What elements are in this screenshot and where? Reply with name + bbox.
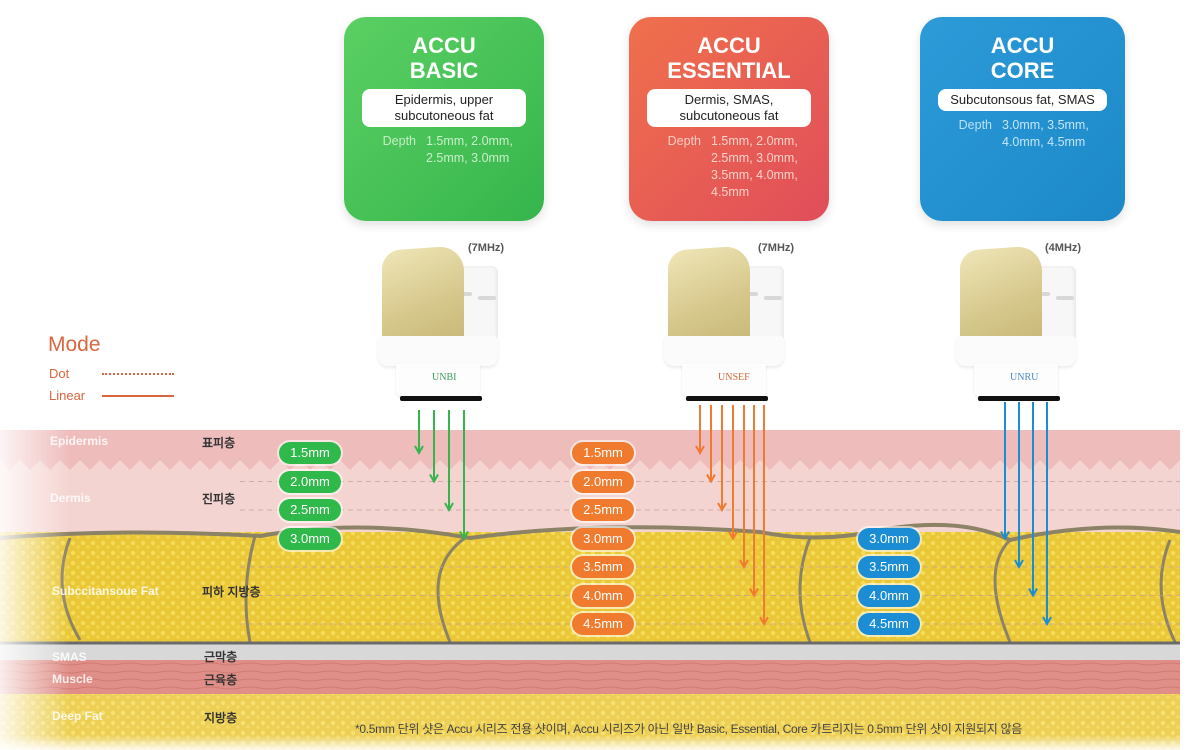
cartridge-device-essential: UNSEF (660, 240, 790, 420)
depth-badge: 2.5mm (572, 499, 634, 521)
frequency-label: (7MHz) (468, 242, 505, 254)
depth-badge: 3.5mm (572, 556, 634, 578)
card-title: ACCU ESSENTIAL (667, 33, 791, 83)
layer-label-en: Muscle (52, 672, 93, 686)
depth-badge: 4.5mm (858, 613, 920, 635)
depth-badge: 4.0mm (572, 584, 634, 607)
depth-arrow-shaft (418, 410, 420, 420)
depth-arrow-shaft (753, 405, 755, 420)
left-fade-overlay (0, 420, 70, 750)
depth-arrow-shaft (1046, 402, 1048, 420)
dot-line-swatch (102, 373, 174, 375)
depth-arrow (717, 420, 727, 513)
depth-arrow (1042, 420, 1052, 627)
cartridge-gold-cover (668, 245, 750, 351)
depth-arrow (728, 420, 738, 541)
linear-line-swatch (102, 395, 174, 397)
depth-badge: 3.0mm (572, 527, 634, 550)
cartridge-logo: UNRU (1010, 372, 1039, 383)
muscle-layer (0, 660, 1180, 694)
depth-arrow (1028, 420, 1038, 598)
card-accu-basic: ACCU BASIC Epidermis, upper subcutoneous… (344, 17, 544, 221)
fat-septum (993, 538, 1012, 643)
cartridge-device-basic: UNBI (374, 240, 504, 420)
depth-arrow-shaft (743, 405, 745, 420)
depth-info: Depth 1.5mm, 2.0mm, 2.5mm, 3.0mm, 3.5mm,… (667, 134, 798, 199)
smas-layer (0, 642, 1180, 660)
fat-septum (1159, 539, 1177, 643)
mode-legend-title: Mode (48, 333, 101, 356)
depth-arrow (459, 420, 469, 541)
depth-badge: 4.0mm (858, 584, 920, 607)
layer-label-ko: 지방층 (204, 711, 238, 725)
depth-badge: 3.0mm (279, 527, 341, 550)
footnote: *0.5mm 단위 샷은 Accu 시리즈 전용 샷이며, Accu 시리즈가 … (355, 722, 1022, 736)
card-title: ACCU BASIC (409, 33, 479, 83)
depth-badge: 2.5mm (279, 499, 341, 521)
depth-arrow-shaft (699, 405, 701, 420)
depth-badge: 2.0mm (572, 470, 634, 493)
cartridge-device-core: UNRU (952, 240, 1082, 420)
depth-badge: 3.0mm (858, 527, 920, 550)
depth-arrow (706, 420, 716, 484)
depth-arrow (739, 420, 749, 570)
layer-label-en: SMAS (52, 650, 87, 664)
bottom-fade-overlay (0, 735, 1200, 750)
layer-label-ko: 근막층 (204, 650, 238, 664)
depth-badge: 3.5mm (858, 556, 920, 578)
depth-arrow (1014, 420, 1024, 570)
layer-label-ko: 피하 지방층 (202, 585, 261, 599)
cartridge-logo: UNSEF (718, 372, 750, 383)
depth-badge: 1.5mm (279, 442, 341, 464)
depth-badge: 4.5mm (572, 613, 634, 635)
card-accu-core: ACCU CORE Subcutonsous fat, SMAS Depth 3… (920, 17, 1125, 221)
depth-arrow (429, 420, 439, 484)
fat-septum (244, 535, 257, 643)
layer-label-ko: 진피층 (202, 492, 236, 506)
frequency-label: (4MHz) (1045, 242, 1082, 254)
depth-arrow-shaft (1018, 402, 1020, 420)
depth-badge: 1.5mm (572, 442, 634, 464)
layer-label-en: Subccitansoue Fat (52, 584, 159, 598)
depth-arrow (759, 420, 769, 627)
depth-arrow (414, 420, 424, 456)
layer-label-ko: 근육층 (204, 673, 238, 687)
depth-arrow-shaft (433, 410, 435, 420)
cartridge-gold-cover (960, 245, 1042, 351)
depth-arrow-shaft (1032, 402, 1034, 420)
layer-label-ko: 표피층 (202, 436, 236, 450)
target-layers: Dermis, SMAS, subcutoneous fat (647, 89, 811, 127)
depth-arrow-shaft (732, 405, 734, 420)
cartridge-logo: UNBI (432, 372, 457, 383)
card-accu-essential: ACCU ESSENTIAL Dermis, SMAS, subcutoneou… (629, 17, 829, 221)
depth-arrow-shaft (763, 405, 765, 420)
depth-badge: 2.0mm (279, 470, 341, 493)
depth-info: Depth 1.5mm, 2.0mm, 2.5mm, 3.0mm (382, 134, 513, 165)
target-layers: Subcutonsous fat, SMAS (938, 89, 1107, 111)
fat-septum (798, 537, 812, 643)
layer-label-en: Epidermis (50, 434, 109, 448)
cartridge-gold-cover (382, 245, 464, 351)
depth-arrow (749, 420, 759, 598)
layer-label-en: Deep Fat (52, 709, 103, 723)
fat-septum (436, 536, 466, 643)
mode-dot-label: Dot (49, 366, 70, 381)
frequency-label: (7MHz) (758, 242, 795, 254)
depth-arrow-shaft (448, 410, 450, 420)
depth-arrow (1000, 420, 1010, 541)
card-title: ACCU CORE (990, 33, 1055, 83)
depth-arrow (695, 420, 705, 456)
mode-linear-label: Linear (49, 388, 86, 403)
depth-arrow (444, 420, 454, 513)
depth-arrow-shaft (710, 405, 712, 420)
depth-info: Depth 3.0mm, 3.5mm, 4.0mm, 4.5mm (958, 118, 1089, 149)
depth-arrow-shaft (463, 410, 465, 420)
depth-arrow-shaft (721, 405, 723, 420)
depth-arrow-shaft (1004, 402, 1006, 420)
layer-label-en: Dermis (50, 491, 91, 505)
target-layers: Epidermis, upper subcutoneous fat (362, 89, 526, 127)
